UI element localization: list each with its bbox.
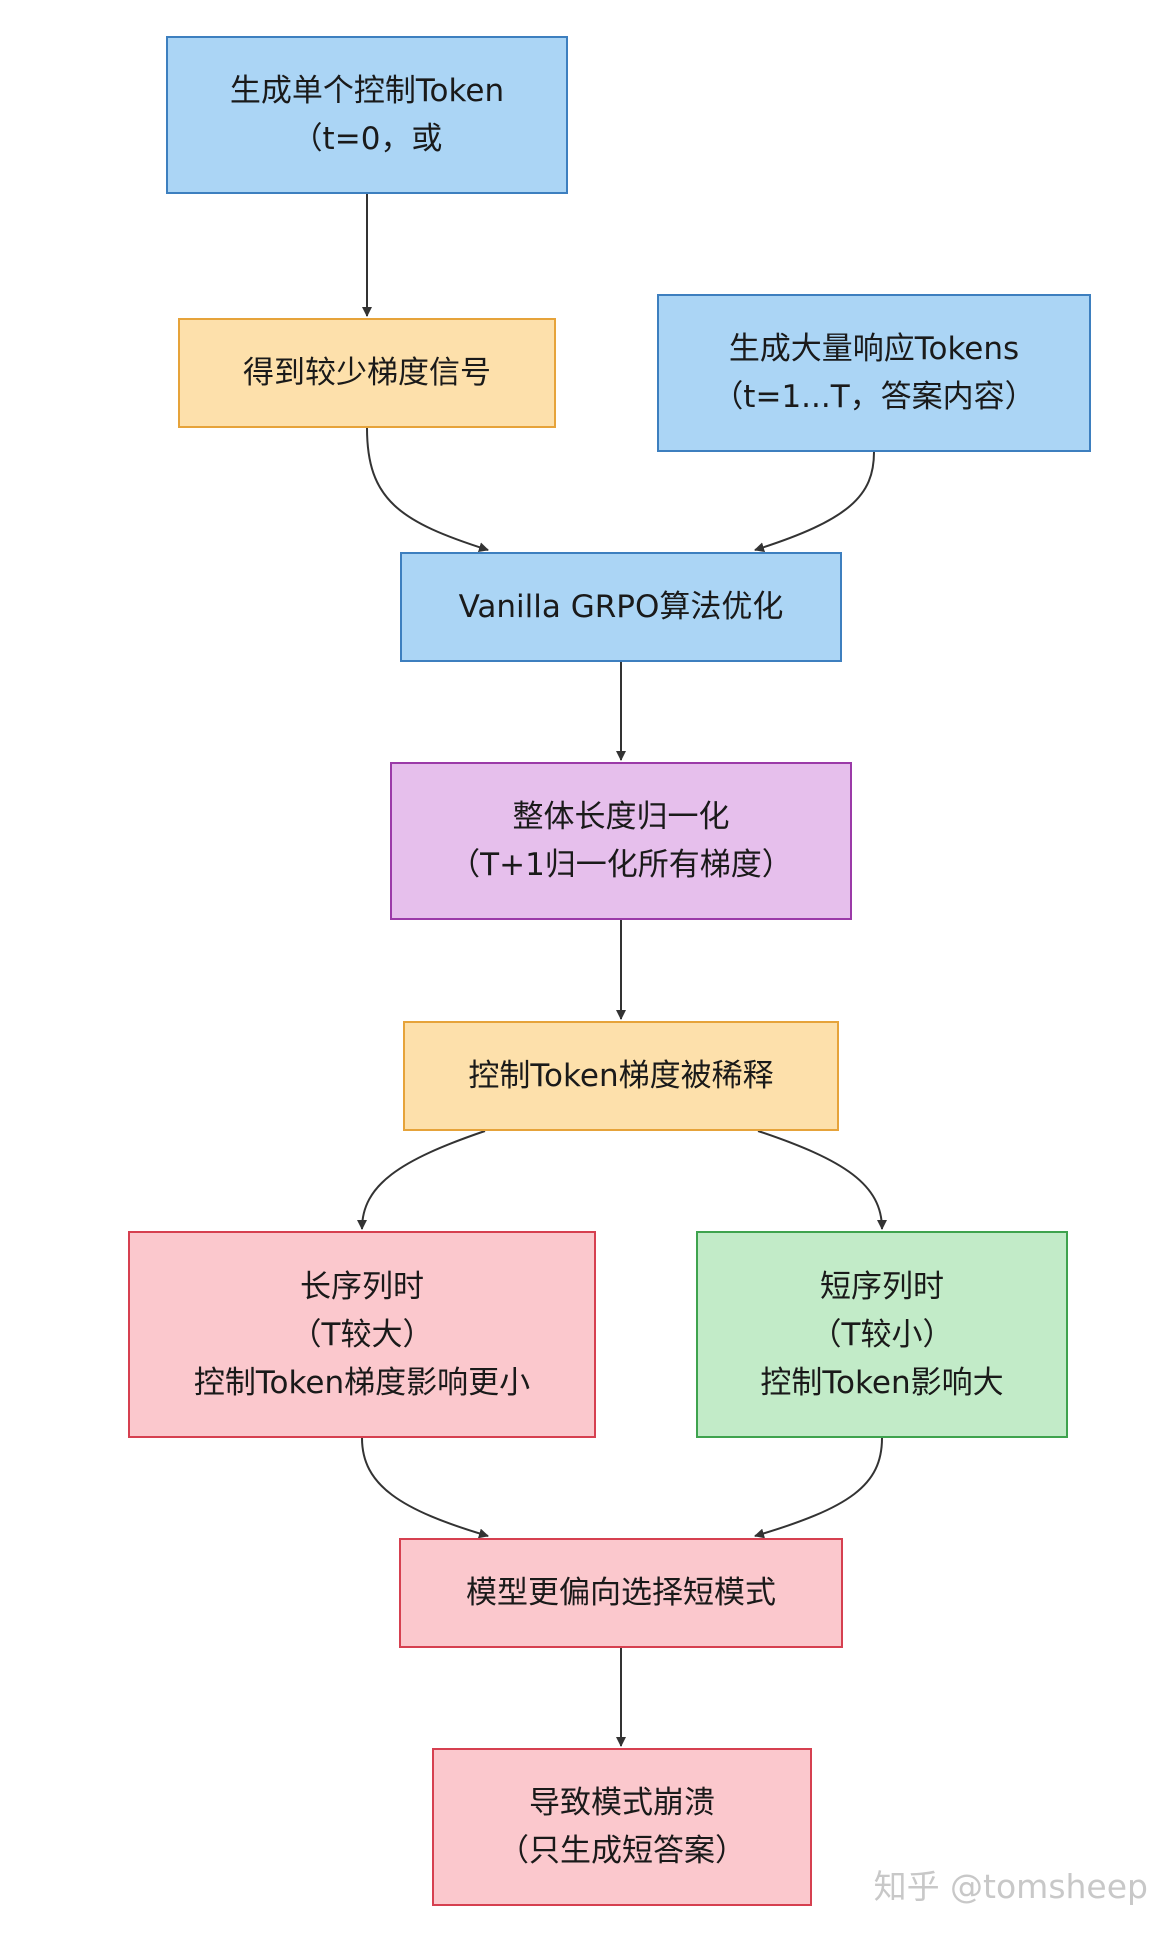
node-long-seq: 长序列时 （T较大） 控制Token梯度影响更小 — [128, 1231, 596, 1438]
node-line: 生成大量响应Tokens — [728, 331, 1020, 367]
node-gen-response-tokens: 生成大量响应Tokens （t=1...T，答案内容） — [657, 294, 1091, 452]
node-short-seq: 短序列时 （T较小） 控制Token影响大 — [696, 1231, 1068, 1438]
node-few-gradient: 得到较少梯度信号 — [178, 318, 556, 428]
node-line: 控制Token影响大 — [760, 1364, 1004, 1401]
edge-few-gradient-to-vanilla-grpo — [366, 427, 489, 553]
node-line: 得到较少梯度信号 — [243, 355, 491, 391]
node-line: （T+1归一化所有梯度） — [449, 847, 793, 883]
node-line: 生成单个控制Token — [229, 73, 505, 109]
node-line: 控制Token梯度被稀释 — [468, 1058, 774, 1094]
edge-gradient-diluted-to-short-seq — [757, 1130, 887, 1230]
node-mode-collapse: 导致模式崩溃 （只生成短答案） — [432, 1748, 812, 1906]
node-gradient-diluted: 控制Token梯度被稀释 — [403, 1021, 839, 1131]
edge-long-seq-to-prefer-short — [361, 1437, 489, 1539]
edge-response-tokens-to-vanilla-grpo — [754, 451, 875, 553]
node-gen-control-token: 生成单个控制Token （t=0，或 — [166, 36, 568, 194]
node-length-norm: 整体长度归一化 （T+1归一化所有梯度） — [390, 762, 852, 920]
node-line: 短序列时 — [820, 1268, 944, 1305]
node-line: （T较大） — [290, 1316, 434, 1353]
node-line: 整体长度归一化 — [512, 799, 730, 835]
node-line: （t=0，或 — [291, 121, 443, 157]
node-line: （T较小） — [810, 1316, 954, 1353]
edge-short-seq-to-prefer-short — [754, 1437, 883, 1539]
node-line: Vanilla GRPO算法优化 — [458, 589, 784, 625]
node-prefer-short: 模型更偏向选择短模式 — [399, 1538, 843, 1648]
watermark: 知乎 @tomsheep — [873, 1867, 1148, 1906]
node-line: （只生成短答案） — [498, 1833, 746, 1869]
node-vanilla-grpo: Vanilla GRPO算法优化 — [400, 552, 842, 662]
node-line: 控制Token梯度影响更小 — [193, 1364, 531, 1401]
node-line: 长序列时 — [300, 1268, 424, 1305]
node-line: （t=1...T，答案内容） — [712, 379, 1036, 415]
node-line: 导致模式崩溃 — [529, 1785, 715, 1821]
node-line: 模型更偏向选择短模式 — [466, 1575, 776, 1611]
edge-gradient-diluted-to-long-seq — [357, 1130, 486, 1230]
